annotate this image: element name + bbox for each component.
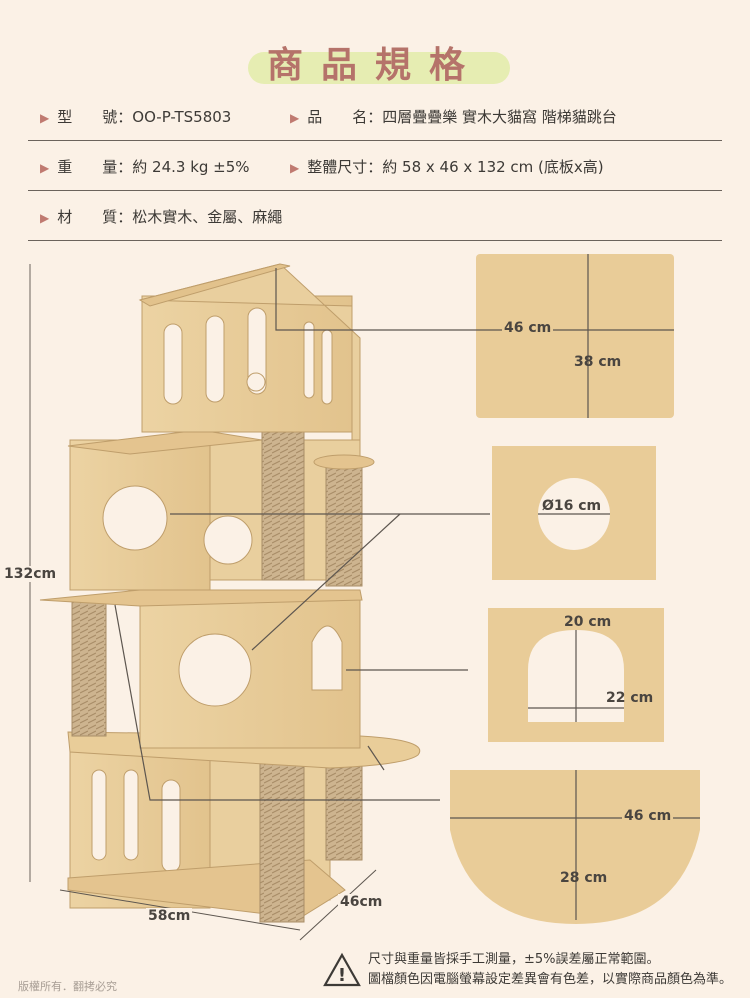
triangle-bullet-icon: ▶ bbox=[290, 111, 300, 125]
spec-name: ▶品 名：四層疊疊樂 實木大貓窩 階梯貓跳台 bbox=[290, 108, 617, 126]
svg-text:!: ! bbox=[338, 965, 346, 986]
circle-hole-board: Ø16 cm bbox=[492, 446, 656, 580]
page-title: 商品規格 bbox=[266, 44, 483, 86]
title-section: 商品規格 bbox=[0, 28, 750, 88]
spec-row-1: ▶型 號：OO-P-TS5803 ▶品 名：四層疊疊樂 實木大貓窩 階梯貓跳台 bbox=[28, 92, 722, 141]
triangle-bullet-icon: ▶ bbox=[40, 211, 50, 225]
top-board-depth-label: 38 cm bbox=[574, 354, 622, 370]
copyright-text: 版權所有．翻拷必究 bbox=[18, 980, 117, 993]
triangle-bullet-icon: ▶ bbox=[40, 161, 50, 175]
spec-size: ▶整體尺寸：約 58 x 46 x 132 cm (底板x高) bbox=[290, 158, 604, 176]
height-label: 132cm bbox=[2, 566, 59, 582]
cat-tree-drawing bbox=[29, 263, 490, 941]
triangle-bullet-icon: ▶ bbox=[40, 111, 50, 125]
footer-note-2: 圖檔顏色因電腦螢幕設定差異會有色差，以實際商品顏色為準。 bbox=[368, 972, 733, 987]
title-highlight bbox=[248, 52, 510, 84]
triangle-bullet-icon: ▶ bbox=[290, 161, 300, 175]
spec-weight: ▶重 量：約 24.3 kg ±5% bbox=[40, 158, 250, 176]
arch-width-label: 20 cm bbox=[564, 614, 612, 630]
arch-opening-board: 20 cm 22 cm bbox=[488, 608, 664, 742]
spec-row-2: ▶重 量：約 24.3 kg ±5% ▶整體尺寸：約 58 x 46 x 132… bbox=[28, 142, 722, 191]
base-width-label: 58cm bbox=[146, 908, 193, 924]
warning-icon: ! bbox=[323, 952, 361, 987]
hole-diameter-label: Ø16 cm bbox=[542, 498, 602, 514]
footer-note-1: 尺寸與重量皆採手工測量，±5%誤差屬正常範圍。 bbox=[368, 952, 660, 967]
spec-row-3: ▶材 質：松木實木、金屬、麻繩 bbox=[28, 192, 722, 241]
spec-material: ▶材 質：松木實木、金屬、麻繩 bbox=[40, 208, 283, 226]
step-width-label: 46 cm bbox=[622, 808, 674, 824]
step-platform-board: 46 cm 28 cm bbox=[450, 770, 700, 924]
base-depth-label: 46cm bbox=[338, 894, 385, 910]
step-depth-label: 28 cm bbox=[560, 870, 608, 886]
top-board-width-label: 46 cm bbox=[502, 320, 554, 336]
spec-model: ▶型 號：OO-P-TS5803 bbox=[40, 108, 232, 126]
top-board-detail: 46 cm 38 cm bbox=[476, 254, 674, 418]
product-illustration: 132cm 58cm 46cm 46 cm 38 cm Ø16 cm 20 cm… bbox=[0, 250, 750, 990]
footer-notes: 尺寸與重量皆採手工測量，±5%誤差屬正常範圍。 圖檔顏色因電腦螢幕設定差異會有色… bbox=[368, 950, 732, 990]
arch-height-label: 22 cm bbox=[606, 690, 654, 706]
footer: ! 尺寸與重量皆採手工測量，±5%誤差屬正常範圍。 圖檔顏色因電腦螢幕設定差異會… bbox=[0, 950, 750, 998]
